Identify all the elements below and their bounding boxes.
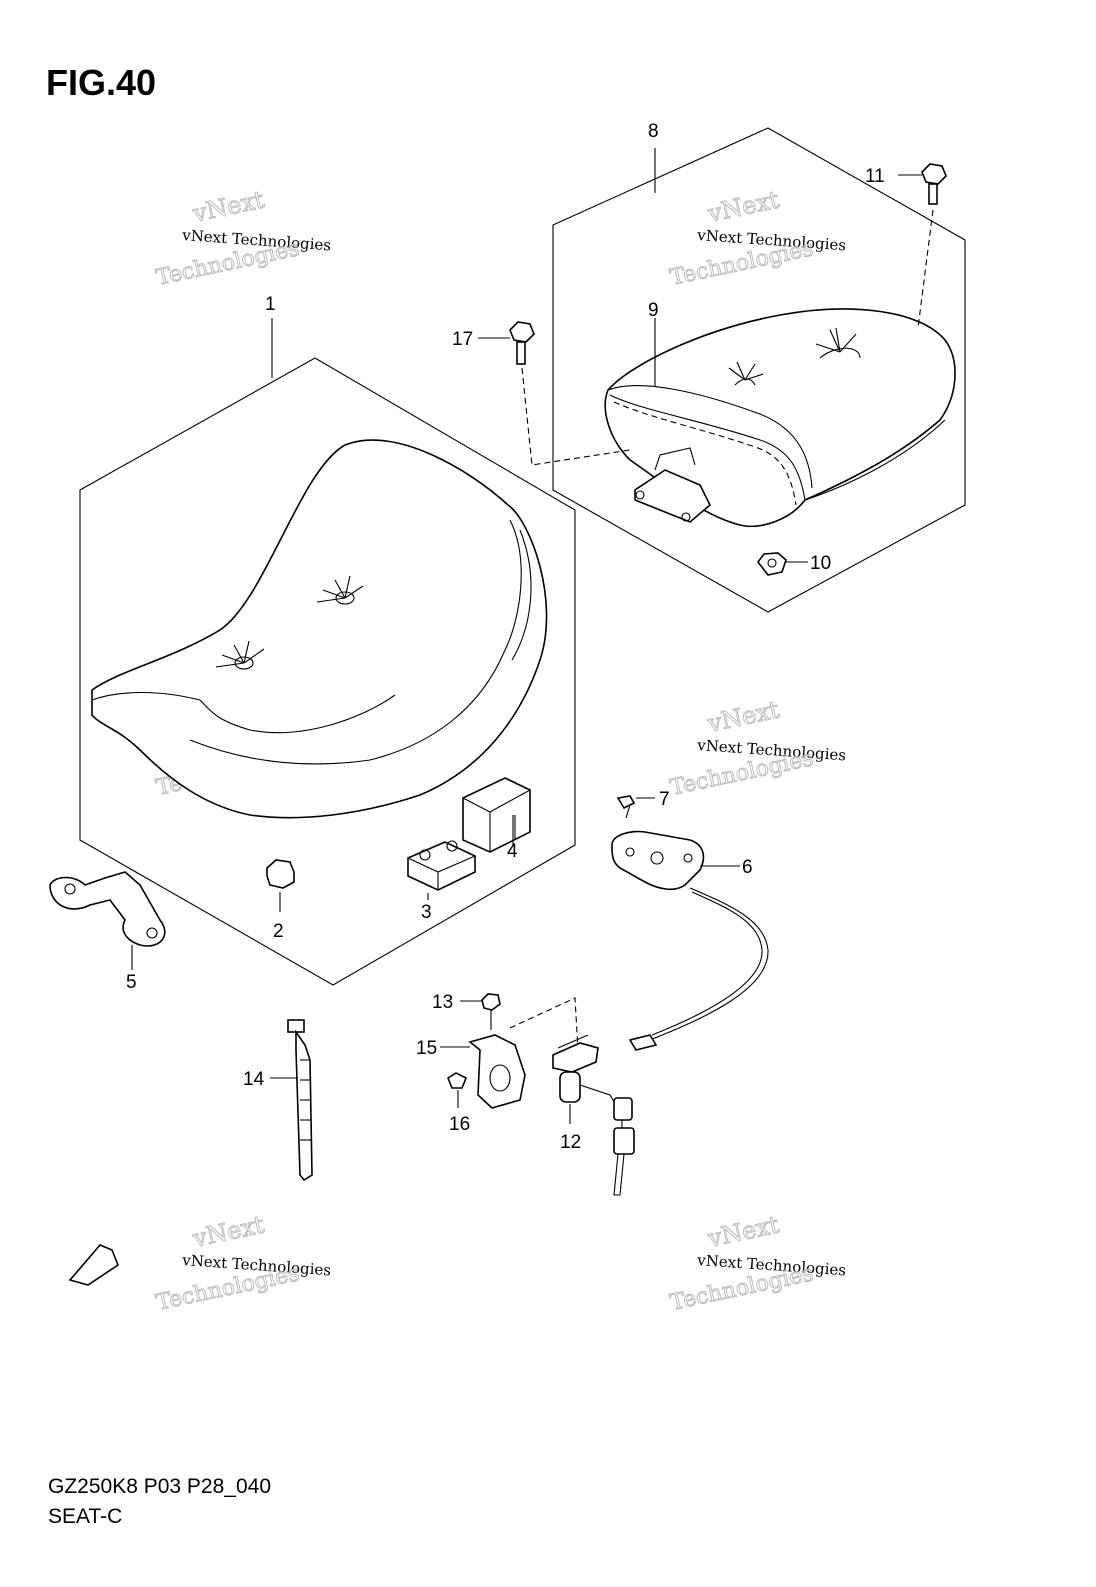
bolt-part-17	[478, 321, 631, 466]
diagram-code: GZ250K8 P03 P28_040	[48, 1475, 272, 1498]
diagram-name: SEAT-C	[48, 1505, 123, 1528]
watermark-text: vNext	[189, 1210, 267, 1253]
rear-seat	[604, 308, 956, 527]
callout-11: 11	[865, 166, 885, 187]
callout-7: 7	[659, 789, 670, 810]
watermark-text: vNext	[189, 185, 267, 228]
bolt-part-13	[460, 993, 501, 1030]
lock-bracket-part-15	[440, 1034, 526, 1109]
front-seat-assembly-outline	[79, 357, 576, 986]
callout-12: 12	[560, 1132, 581, 1153]
callout-5: 5	[126, 972, 137, 993]
callout-15: 15	[416, 1038, 437, 1059]
callout-13: 13	[432, 992, 453, 1013]
front-seat	[91, 439, 548, 819]
rear-seat-assembly-outline	[552, 127, 966, 613]
seat-bracket-part-5	[49, 871, 166, 970]
callout-2: 2	[273, 921, 284, 942]
watermark-top-left: vNext vNext Technologies Technologies	[154, 185, 332, 291]
forward-direction-arrow: FWD	[68, 1244, 119, 1286]
watermark-text: vNext	[704, 1210, 782, 1253]
screw-part-16	[447, 1072, 468, 1108]
callout-3: 3	[421, 902, 432, 923]
watermark-text: vNext	[704, 185, 782, 228]
callout-8: 8	[648, 121, 659, 142]
callout-14: 14	[243, 1069, 265, 1090]
seat-lock-cable-part-6	[611, 830, 769, 1051]
callout-4: 4	[507, 841, 518, 862]
figure-title: FIG.40	[46, 62, 157, 103]
seat-lock-part-12	[509, 997, 635, 1196]
callout-10: 10	[810, 553, 831, 574]
watermark-text: vNext	[704, 695, 782, 738]
watermark-bottom-right: vNext vNext Technologies Technologies	[668, 1210, 847, 1316]
cushion-block-part-4	[462, 777, 531, 853]
cable-tie-part-14	[270, 1019, 313, 1182]
bolt-part-11	[898, 163, 947, 329]
nut-part-10	[756, 552, 808, 576]
buffer-rubber-part-3	[407, 840, 476, 900]
watermark-mid-right: vNext vNext Technologies Technologies	[668, 695, 847, 801]
watermark-top-right: vNext vNext Technologies Technologies	[668, 185, 847, 291]
screw-part-7	[616, 795, 655, 819]
callout-6: 6	[742, 857, 753, 878]
cushion-nut-part-2	[266, 859, 295, 912]
watermark-bottom-left: vNext vNext Technologies Technologies	[154, 1210, 332, 1316]
callout-1: 1	[265, 294, 276, 315]
callout-9: 9	[648, 300, 659, 321]
callout-17: 17	[452, 329, 473, 350]
callout-16: 16	[449, 1114, 470, 1135]
